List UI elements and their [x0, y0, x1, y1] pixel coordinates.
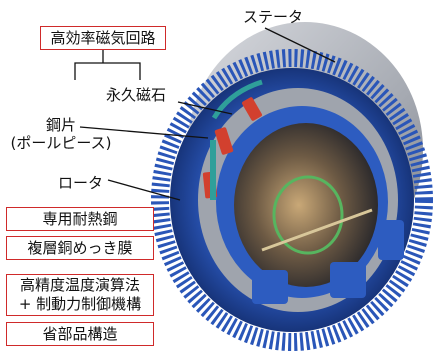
- bracket-branches: [74, 62, 141, 80]
- bracket-mid: [378, 220, 404, 260]
- leader-lines: [74, 27, 336, 201]
- label-rotor: ロータ: [58, 174, 104, 192]
- leader-stator: [264, 27, 336, 63]
- leader-rotor: [107, 179, 181, 201]
- box-control-line1: 高精度温度演算法: [19, 276, 140, 294]
- box-magnetic-circuit-text: 高効率磁気回路: [50, 28, 156, 47]
- box-plating: 複層銅めっき膜: [6, 236, 154, 260]
- retarder-device: [151, 22, 433, 351]
- box-control: 高精度温度演算法 + 制動力制御機構: [6, 274, 154, 316]
- box-plating-text: 複層銅めっき膜: [27, 238, 133, 257]
- label-pole-piece-line1: 鋼片: [45, 116, 76, 134]
- bracket-right: [330, 262, 366, 298]
- rotor-teeth-ring: [151, 49, 433, 351]
- box-heat-steel: 専用耐熱鋼: [6, 207, 154, 231]
- bracket-left: [252, 270, 288, 304]
- pole-piece-strip: [210, 140, 216, 200]
- shaft-rod: [261, 208, 373, 252]
- coil-ring: [272, 175, 344, 255]
- label-pole-piece-line2: (ポールピース): [10, 134, 112, 152]
- box-heat-steel-text: 専用耐熱鋼: [42, 209, 118, 228]
- box-parts: 省部品構造: [6, 322, 154, 346]
- box-magnetic-circuit: 高効率磁気回路: [40, 26, 166, 50]
- label-magnet: 永久磁石: [106, 86, 167, 104]
- label-stator: ステータ: [243, 8, 304, 26]
- box-parts-text: 省部品構造: [42, 324, 118, 343]
- leader-pole-piece: [79, 126, 209, 139]
- box-control-line2: + 制動力制御機構: [18, 295, 142, 313]
- magnet-1: [214, 127, 234, 155]
- leader-magnet: [177, 101, 233, 115]
- teal-band: [211, 79, 263, 120]
- magnet-3: [242, 97, 262, 121]
- label-pole-piece: 鋼片 (ポールピース): [6, 116, 116, 152]
